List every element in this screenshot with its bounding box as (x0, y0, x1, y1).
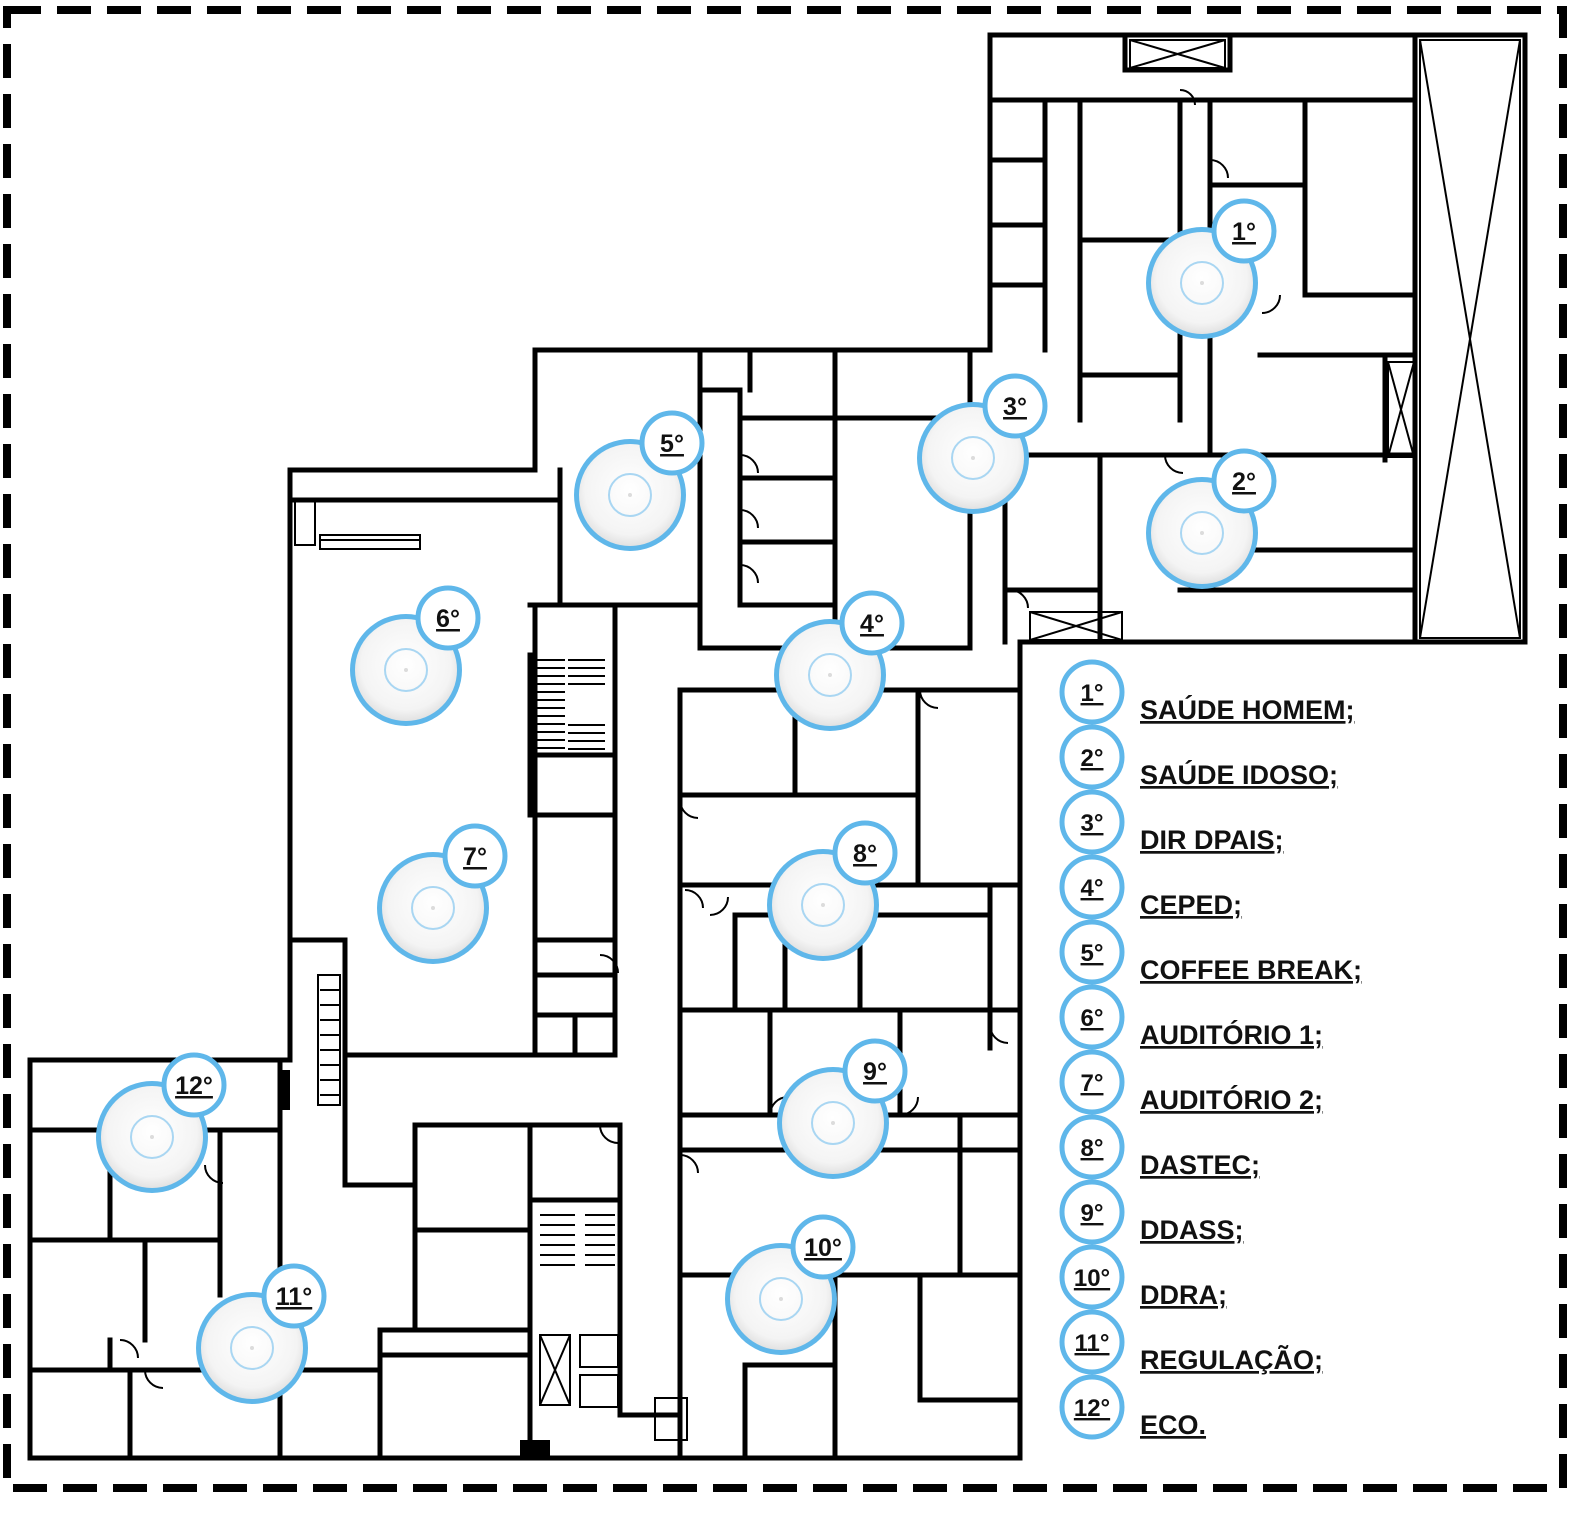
legend-badge (1059, 1374, 1125, 1440)
ap-badge (790, 1214, 856, 1280)
access-point-11: 11° (196, 1263, 327, 1404)
legend-label: REGULAÇÃO; (1140, 1344, 1323, 1375)
legend-label: SAÚDE IDOSO; (1140, 759, 1338, 790)
legend-label: DDRA; (1140, 1280, 1227, 1310)
legend-number: 5° (1081, 940, 1104, 967)
door-swings (119, 89, 1281, 1389)
ap-badge (415, 585, 481, 651)
legend-item: 5° COFFEE BREAK; (1059, 919, 1362, 985)
access-point-5: 5° (574, 410, 705, 551)
access-point-3: 3° (917, 373, 1048, 514)
ap-badge (832, 820, 898, 886)
access-point-12: 12° (96, 1052, 227, 1193)
legend-number: 9° (1081, 1200, 1104, 1227)
ap-badge (842, 1038, 908, 1104)
legend-label: AUDITÓRIO 1; (1140, 1019, 1323, 1050)
legend-number: 8° (1081, 1135, 1104, 1162)
access-point-2: 2° (1146, 448, 1277, 589)
ap-badge (639, 410, 705, 476)
legend-label: COFFEE BREAK; (1140, 955, 1362, 985)
ap-badge (839, 590, 905, 656)
legend-badge (1059, 659, 1125, 725)
ap-badge (161, 1052, 227, 1118)
ap-badge (1211, 448, 1277, 514)
legend-number: 11° (1075, 1330, 1110, 1357)
access-point-markers: 1° 2° 3° 4° 5° 6° 7° 8° 9° 10° 11° 12° (96, 198, 1277, 1404)
legend-label: DDASS; (1140, 1215, 1244, 1245)
legend-number: 12° (1074, 1395, 1110, 1422)
legend-number: 2° (1081, 745, 1104, 772)
legend-item: 1° SAÚDE HOMEM; (1059, 659, 1355, 725)
access-point-4: 4° (774, 590, 905, 731)
legend-badge (1059, 984, 1125, 1050)
ap-badge (261, 1263, 327, 1329)
legend-item: 8° DASTEC; (1059, 1114, 1260, 1180)
ap-number: 1° (1232, 218, 1256, 246)
access-point-8: 8° (767, 820, 898, 961)
legend-item: 9° DDASS; (1059, 1179, 1244, 1245)
column-block (520, 1440, 550, 1458)
legend-number: 4° (1081, 875, 1104, 902)
legend-badge (1059, 1179, 1125, 1245)
ap-number: 4° (860, 610, 884, 638)
ap-badge (1211, 198, 1277, 264)
ap-number: 12° (175, 1072, 213, 1100)
legend-number: 6° (1081, 1005, 1104, 1032)
ap-badge (982, 373, 1048, 439)
legend-number: 7° (1081, 1070, 1104, 1097)
legend-label: AUDITÓRIO 2; (1140, 1084, 1323, 1115)
legend-label: SAÚDE HOMEM; (1140, 694, 1355, 725)
legend-number: 10° (1074, 1265, 1110, 1292)
legend-item: 6° AUDITÓRIO 1; (1059, 984, 1323, 1050)
legend-badge (1059, 854, 1125, 920)
ap-number: 8° (853, 840, 877, 868)
legend-number: 3° (1081, 810, 1104, 837)
stair-treads (320, 659, 615, 1266)
column-block (280, 1070, 290, 1110)
legend-badge (1059, 1309, 1125, 1375)
legend-item: 7° AUDITÓRIO 2; (1059, 1049, 1323, 1115)
ap-number: 10° (804, 1234, 842, 1262)
ap-number: 11° (276, 1283, 312, 1311)
ap-badge (442, 823, 508, 889)
legend-item: 2° SAÚDE IDOSO; (1059, 724, 1338, 790)
access-point-10: 10° (725, 1214, 856, 1355)
ap-number: 6° (436, 605, 460, 633)
legend-badge (1059, 1244, 1125, 1310)
access-point-1: 1° (1146, 198, 1277, 339)
legend-label: DASTEC; (1140, 1150, 1260, 1180)
legend-item: 3° DIR DPAIS; (1059, 789, 1284, 855)
legend-item: 12° ECO. (1059, 1374, 1206, 1440)
access-point-7: 7° (377, 823, 508, 964)
ap-number: 2° (1232, 468, 1256, 496)
legend-badge (1059, 789, 1125, 855)
legend-badge (1059, 724, 1125, 790)
legend-badge (1059, 1049, 1125, 1115)
dashed-border (3, 6, 1567, 1492)
stair-details (294, 39, 1521, 1441)
legend: 1° SAÚDE HOMEM; 2° SAÚDE IDOSO; 3° DIR DPAIS;… (1059, 659, 1362, 1440)
access-point-9: 9° (777, 1038, 908, 1179)
legend-label: CEPED; (1140, 890, 1242, 920)
ap-number: 9° (863, 1058, 887, 1086)
ap-number: 5° (660, 430, 684, 458)
ap-number: 7° (463, 843, 487, 871)
legend-item: 11° REGULAÇÃO; (1059, 1309, 1323, 1375)
legend-badge (1059, 919, 1125, 985)
legend-item: 10° DDRA; (1059, 1244, 1227, 1310)
legend-number: 1° (1081, 680, 1104, 707)
ap-number: 3° (1003, 393, 1027, 421)
legend-item: 4° CEPED; (1059, 854, 1242, 920)
legend-badge (1059, 1114, 1125, 1180)
access-point-6: 6° (350, 585, 481, 726)
legend-label: ECO. (1140, 1410, 1206, 1440)
legend-label: DIR DPAIS; (1140, 825, 1284, 855)
